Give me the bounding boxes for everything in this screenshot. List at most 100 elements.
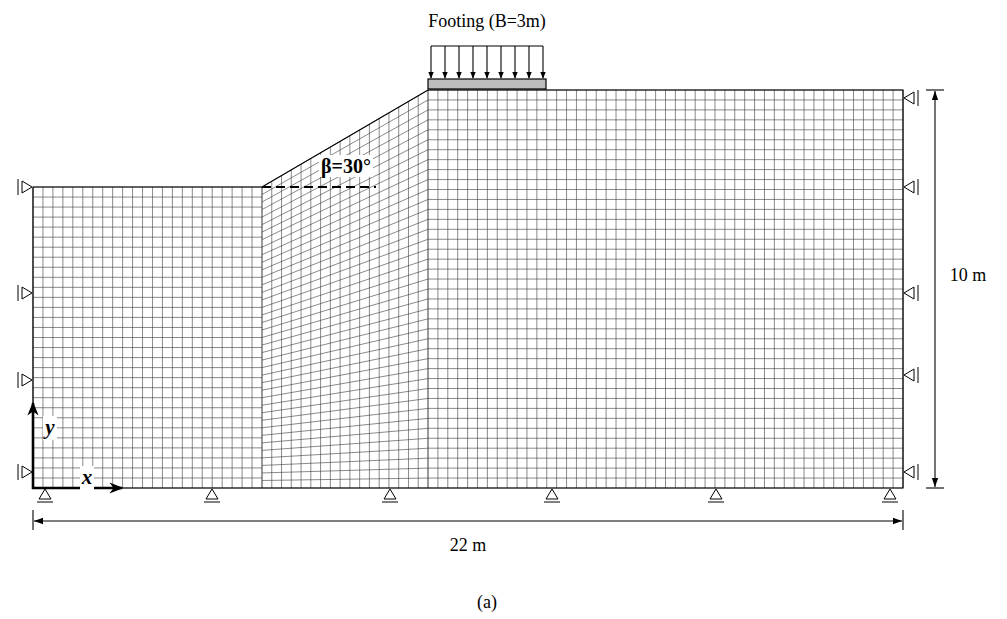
- mesh-line: [33, 257, 262, 258]
- mesh-line: [262, 100, 428, 195]
- mesh-line: [262, 448, 428, 458]
- mesh-line: [262, 130, 428, 217]
- mesh-line: [428, 418, 903, 419]
- pin-support: [710, 489, 722, 499]
- mesh-line: [262, 249, 428, 307]
- mesh-line: [33, 227, 262, 228]
- mesh-line: [428, 318, 903, 319]
- mesh-line: [262, 110, 428, 202]
- mesh-line: [262, 219, 428, 284]
- mesh-line: [428, 438, 903, 439]
- support-base: [37, 502, 53, 503]
- mesh-line: [428, 259, 903, 260]
- mesh-line: [33, 207, 262, 208]
- mesh-line: [262, 418, 428, 435]
- load-arrow: [486, 46, 487, 78]
- load-arrow: [528, 46, 529, 78]
- mesh-line: [428, 478, 903, 479]
- mesh-line: [262, 428, 428, 443]
- mesh-line: [33, 417, 262, 418]
- dimension-tick: [926, 89, 944, 90]
- angle-reference-line: [262, 186, 376, 188]
- mesh-line: [262, 408, 428, 427]
- footing-plate: [428, 79, 546, 89]
- mesh-line: [33, 197, 262, 198]
- roller-support: [904, 181, 914, 193]
- mesh-line: [428, 129, 903, 130]
- load-arrow: [472, 46, 473, 78]
- mesh-line: [428, 398, 903, 399]
- roller-support: [22, 374, 32, 386]
- finite-element-mesh: [33, 90, 903, 488]
- mesh-line: [428, 219, 903, 220]
- mesh-line: [262, 279, 428, 330]
- support-base: [18, 285, 19, 301]
- mesh-line: [428, 99, 903, 100]
- mesh-line: [428, 229, 903, 230]
- mesh-line: [33, 277, 262, 278]
- mesh-line: [428, 189, 903, 190]
- height-dimension: [934, 91, 935, 487]
- mesh-line: [262, 209, 428, 277]
- mesh-line: [262, 299, 428, 345]
- mesh-line: [262, 438, 428, 450]
- mesh-line: [262, 199, 428, 269]
- mesh-line: [33, 337, 262, 338]
- angle-label: β=30°: [319, 155, 373, 177]
- pin-support: [884, 489, 896, 499]
- support-base: [918, 464, 919, 480]
- mesh-line: [428, 109, 903, 110]
- slope-outline: [33, 90, 903, 488]
- mesh-line: [262, 309, 428, 353]
- boundary-supports: [18, 90, 918, 502]
- height-dimension-label: 10 m: [950, 266, 987, 286]
- support-base: [918, 179, 919, 195]
- mesh-line: [33, 407, 262, 408]
- width-dimension: [34, 520, 902, 521]
- mesh-line: [262, 229, 428, 292]
- mesh-line: [33, 237, 262, 238]
- mesh-line: [428, 279, 903, 280]
- mesh-line: [428, 119, 903, 120]
- mesh-line: [428, 149, 903, 150]
- mesh-line: [262, 398, 428, 420]
- width-dimension-label: 22 m: [450, 536, 487, 556]
- mesh-line: [33, 307, 262, 308]
- mesh-line: [33, 457, 262, 458]
- mesh-line: [428, 458, 903, 459]
- support-base: [918, 285, 919, 301]
- dimension-tick: [902, 510, 903, 530]
- mesh-line: [262, 329, 428, 368]
- mesh-line: [33, 247, 262, 248]
- mesh-line: [262, 349, 428, 383]
- mesh-line: [33, 267, 262, 268]
- mesh-line: [428, 209, 903, 210]
- support-base: [918, 367, 919, 383]
- mesh-line: [428, 338, 903, 339]
- mesh-line: [428, 348, 903, 349]
- roller-support: [22, 466, 32, 478]
- mesh-line: [33, 477, 262, 478]
- coordinate-axes: [32, 403, 122, 489]
- pin-support: [384, 489, 396, 499]
- roller-support: [904, 287, 914, 299]
- mesh-line: [428, 169, 903, 170]
- axis-label: x: [80, 466, 95, 489]
- mesh-line: [33, 217, 262, 218]
- roller-support: [22, 181, 32, 193]
- mesh-line: [33, 387, 262, 388]
- mesh-line: [262, 190, 428, 263]
- pin-support: [39, 489, 51, 499]
- mesh-line: [262, 339, 428, 375]
- mesh-line: [33, 347, 262, 348]
- mesh-line: [33, 327, 262, 328]
- mesh-line: [262, 369, 428, 398]
- mesh-line: [262, 458, 428, 465]
- support-base: [18, 179, 19, 195]
- mesh-line: [33, 287, 262, 288]
- mesh-line: [262, 239, 428, 300]
- dimension-tick: [926, 487, 944, 488]
- mesh-line: [33, 397, 262, 398]
- mesh-line: [428, 159, 903, 160]
